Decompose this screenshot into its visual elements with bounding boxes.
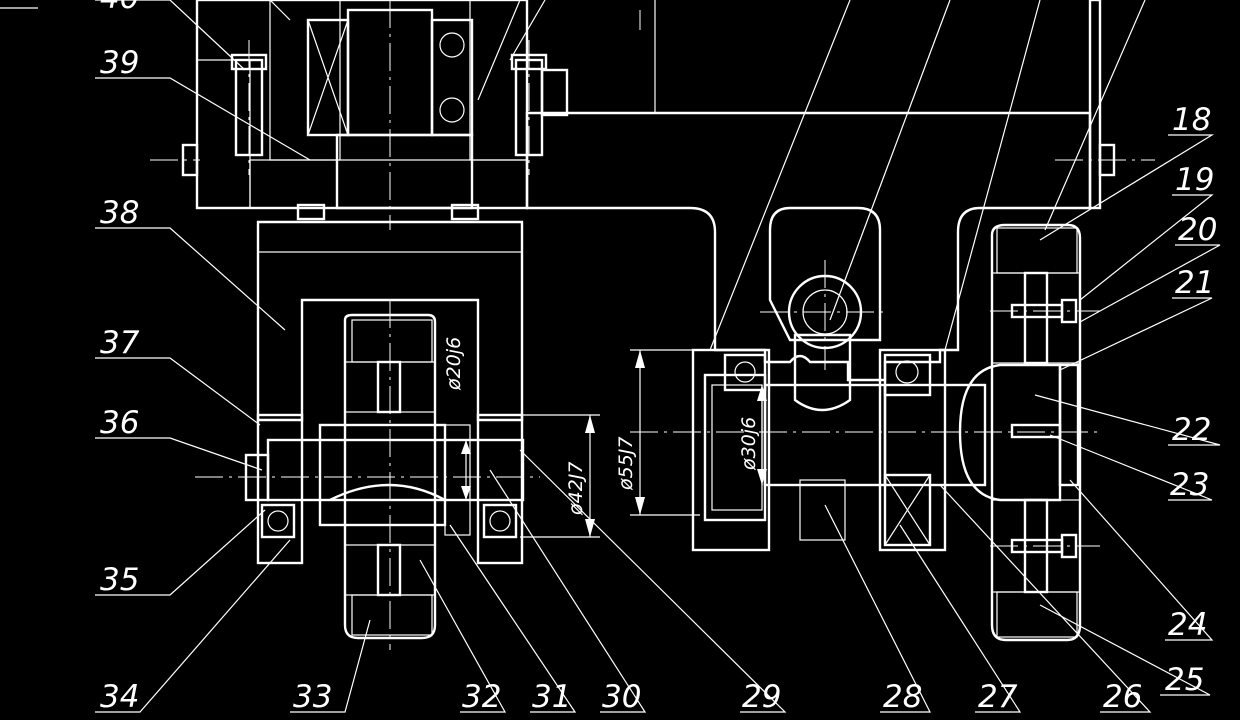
- fork-yoke: [256, 220, 524, 565]
- dim-phi55: ø55J7: [615, 437, 637, 492]
- balloon-22: 22: [1172, 412, 1211, 448]
- balloon-32: 32: [462, 679, 501, 715]
- balloon-35: 35: [100, 562, 139, 598]
- balloon-26: 26: [1103, 679, 1142, 715]
- leader-lines: [0, 0, 1221, 713]
- balloon-19: 19: [1175, 162, 1214, 198]
- upper-bearing-housing: [150, 0, 569, 230]
- balloon-28: 28: [883, 679, 922, 715]
- balloon-27: 27: [978, 679, 1018, 715]
- dim-phi42: ø42J7: [565, 462, 587, 517]
- balloon-36: 36: [100, 405, 139, 441]
- balloon-30: 30: [602, 679, 641, 715]
- dimension-lines: [461, 349, 767, 538]
- balloon-34: 34: [100, 679, 139, 715]
- balloon-38: 38: [100, 195, 139, 231]
- balloon-37: 37: [100, 325, 140, 361]
- balloon-31: 31: [532, 679, 571, 715]
- balloon-18: 18: [1172, 102, 1211, 138]
- balloon-20: 20: [1178, 212, 1217, 248]
- balloon-39: 39: [100, 45, 139, 81]
- balloon-25: 25: [1165, 662, 1204, 698]
- right-bearing-unit: [630, 260, 1100, 552]
- balloon-21: 21: [1175, 265, 1214, 301]
- balloon-40: 40: [100, 0, 139, 16]
- balloon-33: 33: [293, 679, 332, 715]
- left-wheel-assembly: [195, 300, 540, 650]
- balloon-29: 29: [742, 679, 781, 715]
- dim-phi20: ø20j6: [443, 337, 465, 391]
- dim-phi30: ø30j6: [738, 417, 760, 471]
- right-wheel: [958, 223, 1100, 642]
- balloon-24: 24: [1168, 607, 1207, 643]
- balloon-23: 23: [1170, 467, 1209, 503]
